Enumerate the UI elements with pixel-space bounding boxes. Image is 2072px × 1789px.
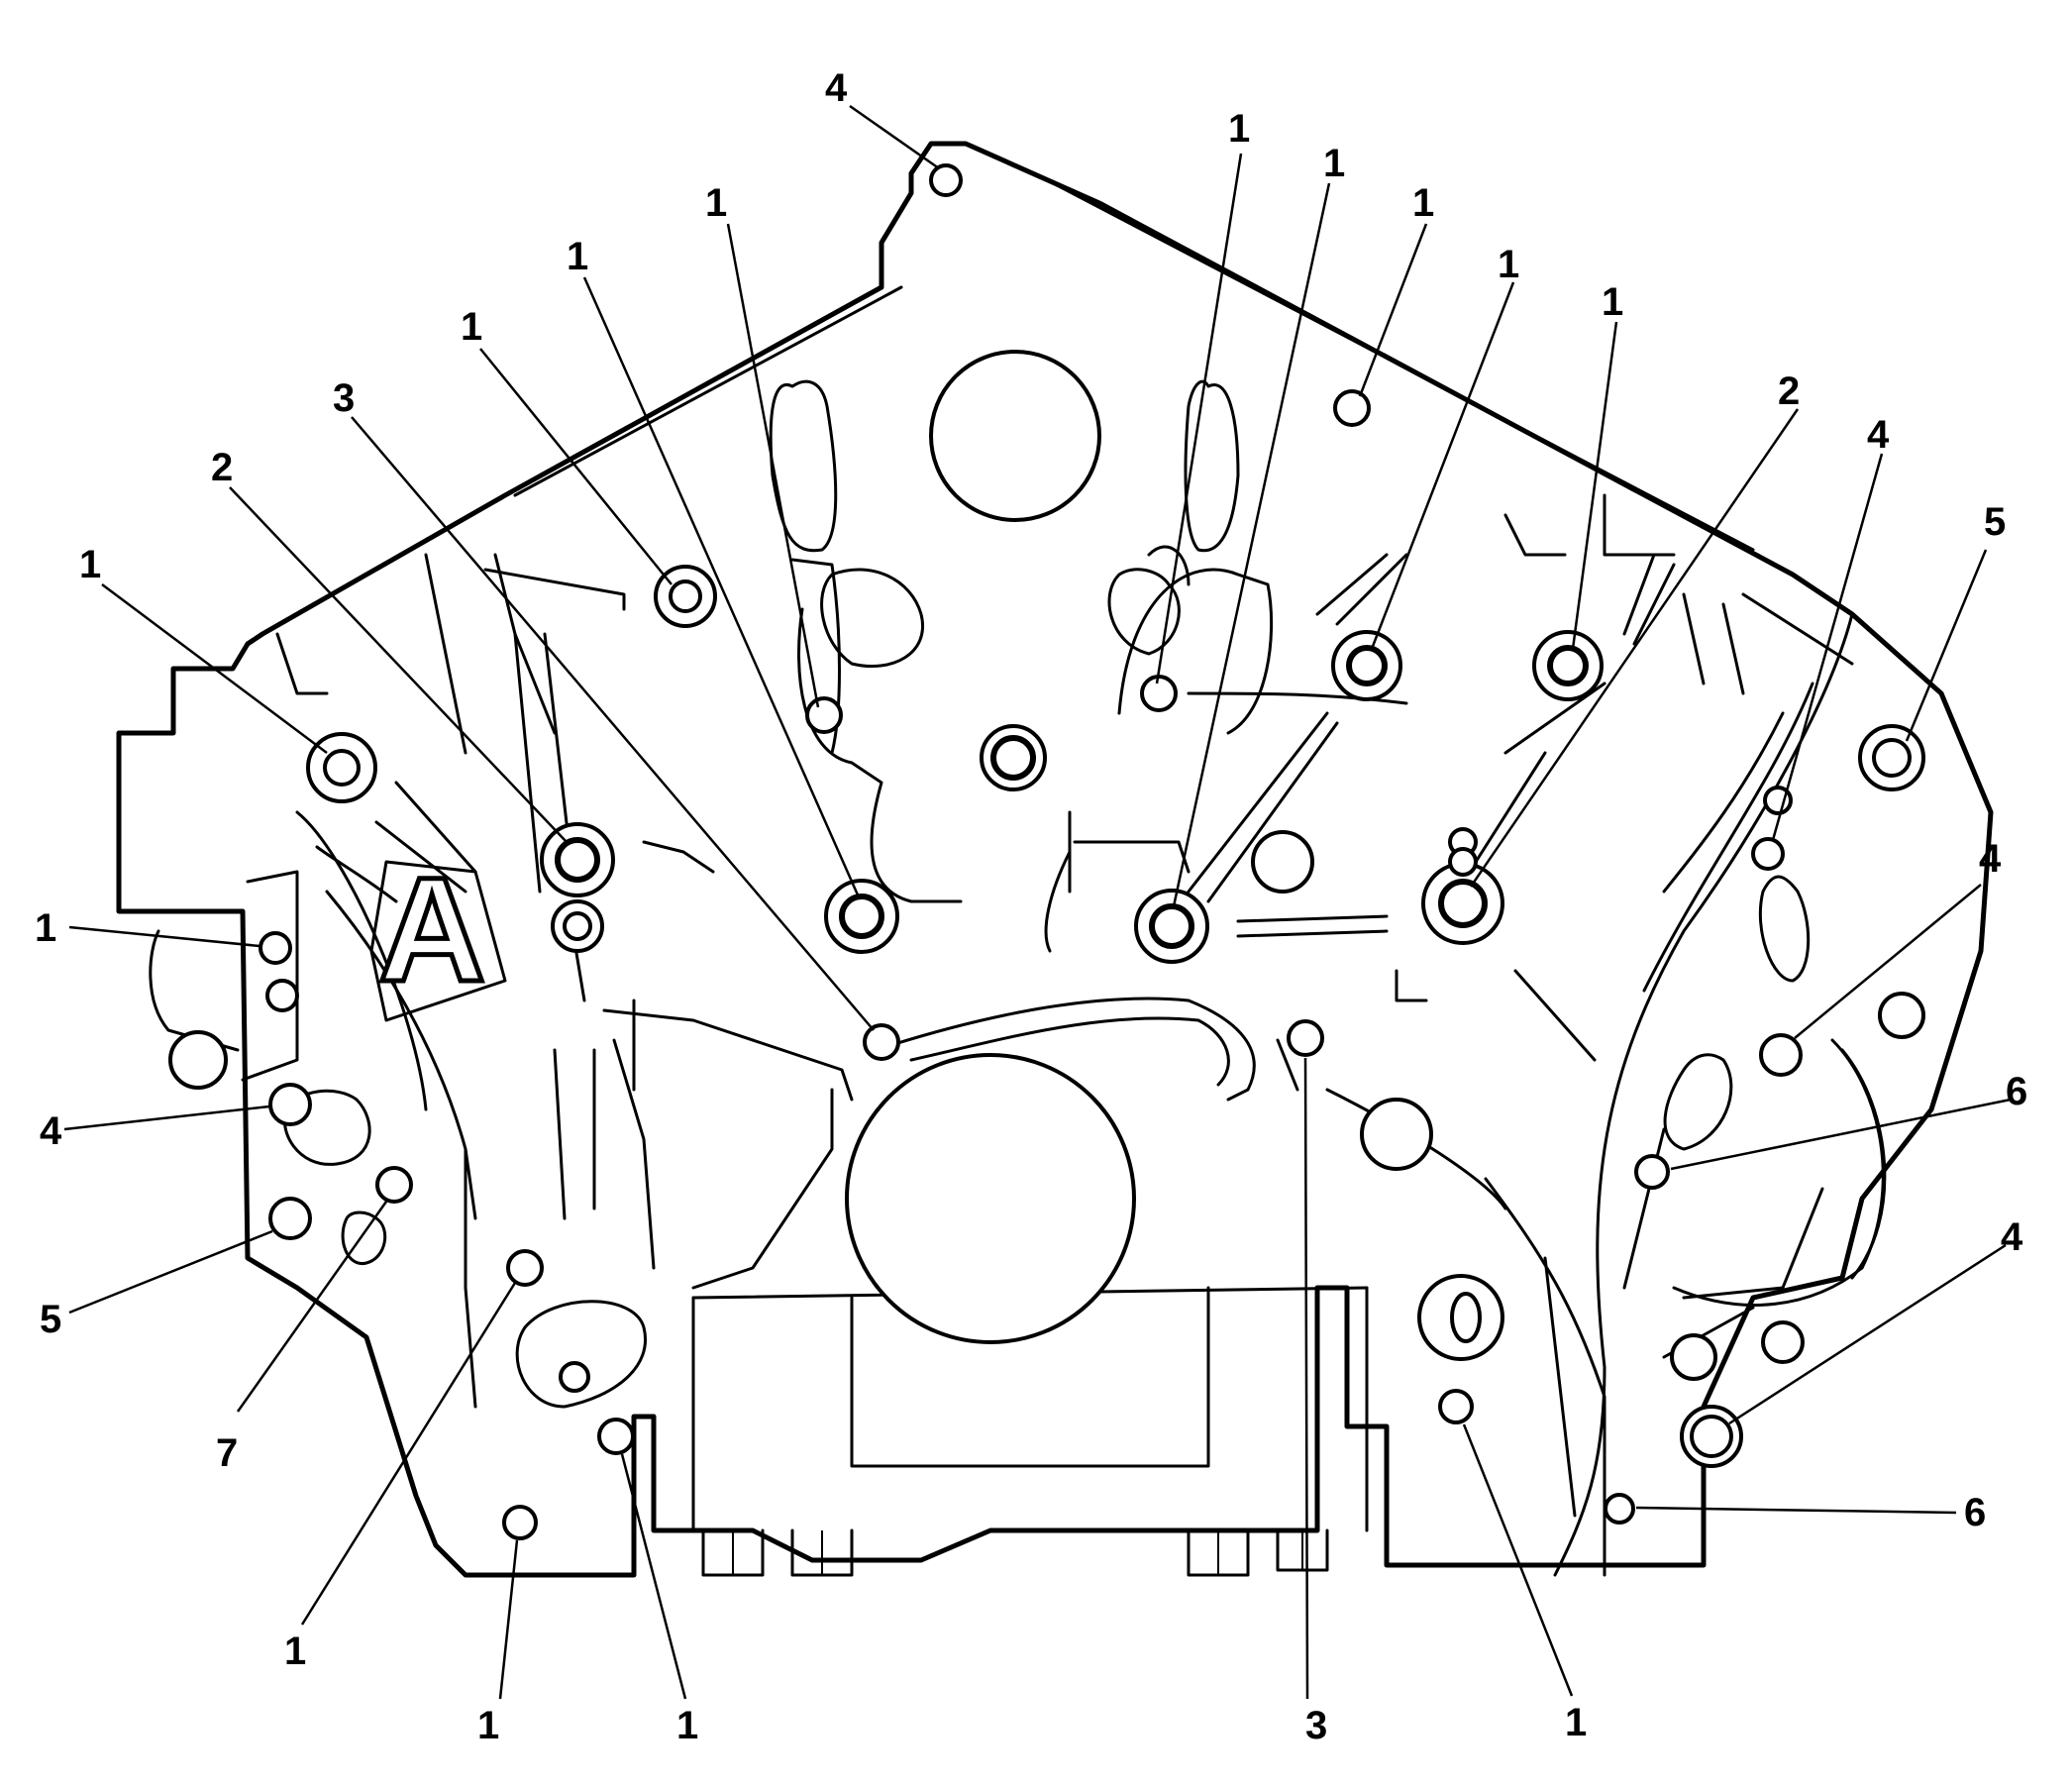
callout-label: 4 [1867,413,1890,457]
callout-label: 1 [676,1704,698,1747]
callout-label: 1 [705,181,727,225]
coolant-passage-hole [1360,1098,1433,1171]
bolt-hole-3-right [1287,1019,1324,1057]
right-lower-hole-b [1761,1320,1805,1364]
callout-label: 1 [1323,142,1345,185]
callout-label: 1 [1602,280,1623,324]
oil-passage-hole [1251,830,1314,894]
bolt-hole-right-1-lower [1604,1493,1635,1525]
block-cavities [282,379,1811,1409]
callout-label: 1 [567,235,588,278]
bolt-hole-right-4 [1751,837,1785,871]
callout-label: 1 [1565,1701,1587,1744]
callout-label: 2 [211,446,233,489]
callout-label: 1 [79,543,101,586]
engine-block-outline [116,141,1994,1578]
bolt-hole-1b [805,696,843,734]
callout-label: 1 [1412,181,1434,225]
bolt-hole-3-left [863,1023,900,1061]
callout-label: 2 [1778,369,1800,413]
cam-bore-hole [929,350,1101,522]
bolt-hole-left-4 [259,931,292,965]
callout-label: 7 [216,1431,238,1475]
cam-plate-bolt-hole [990,735,1036,781]
callout-label: 6 [1964,1491,1986,1534]
right-lower-hole-a [1670,1333,1717,1381]
bolt-hole-left-5 [268,1083,312,1126]
bolt-hole-right-6b [1690,1415,1733,1458]
block-internal-ribs [149,493,1887,1577]
right-side-hole [1878,992,1925,1039]
bolt-hole-1d [1333,389,1371,427]
bolt-hole-left-2b [563,911,592,941]
view-marker-a: A [378,846,485,1012]
bolt-hole-left-7 [268,1197,312,1240]
callout-label: 3 [333,376,355,420]
bolt-hole-right-4b [1634,1154,1670,1190]
callout-label: 1 [477,1704,499,1747]
bolt-hole-left-4b [375,1166,413,1204]
callout-label: 1 [35,906,56,950]
bolt-holes [259,163,1925,1540]
bolt-hole-top-4 [929,163,963,197]
callout-label: 6 [2006,1070,2027,1113]
large-bores [168,350,1925,1393]
callout-label: 1 [461,305,482,349]
callout-label: 3 [1305,1704,1327,1747]
bolt-hole-lower-1d [1438,1389,1474,1424]
bolt-hole-lower-1c [502,1505,538,1540]
bolt-hole-center-left [839,894,884,939]
callout-label: 1 [1228,107,1250,151]
bolt-hole-right-1 [1346,645,1388,686]
lower-left-small-hole [559,1361,590,1393]
callout-label: 4 [2001,1215,2023,1259]
bolt-hole-right-5 [1872,738,1912,778]
bolt-hole-left-2 [555,837,600,883]
bolt-hole-lower-1a [506,1249,544,1287]
callout-label: 5 [40,1298,61,1341]
callout-label: 1 [1498,243,1519,286]
bolt-hole-left-1 [323,749,361,787]
bolt-hole-1c [1140,675,1178,712]
bolt-hole-center-right [1149,903,1194,949]
callout-labels: 4 1 1 1 1 1 1 1 1 3 2 1 2 4 5 1 4 5 7 4 … [35,66,2027,1747]
crankshaft-bore-hole [845,1053,1136,1344]
leader-lines [63,104,2012,1700]
callout-label: 4 [825,66,848,110]
callout-label: 1 [284,1630,306,1673]
bolt-hole-lower-1b [597,1418,635,1455]
bolt-hole-right-2b [1438,879,1488,928]
bolt-hole-right-2 [1547,645,1589,686]
callout-label: 4 [40,1109,62,1153]
callout-label: 5 [1984,500,2006,544]
bolt-hole-right-6 [1759,1033,1803,1077]
side-passage-hole [168,1030,228,1090]
callout-label: 4 [1979,837,2002,881]
bolt-hole-1 [669,579,702,613]
lower-right-slot [1450,1292,1482,1343]
pan-rail-bolts [701,1528,1329,1577]
